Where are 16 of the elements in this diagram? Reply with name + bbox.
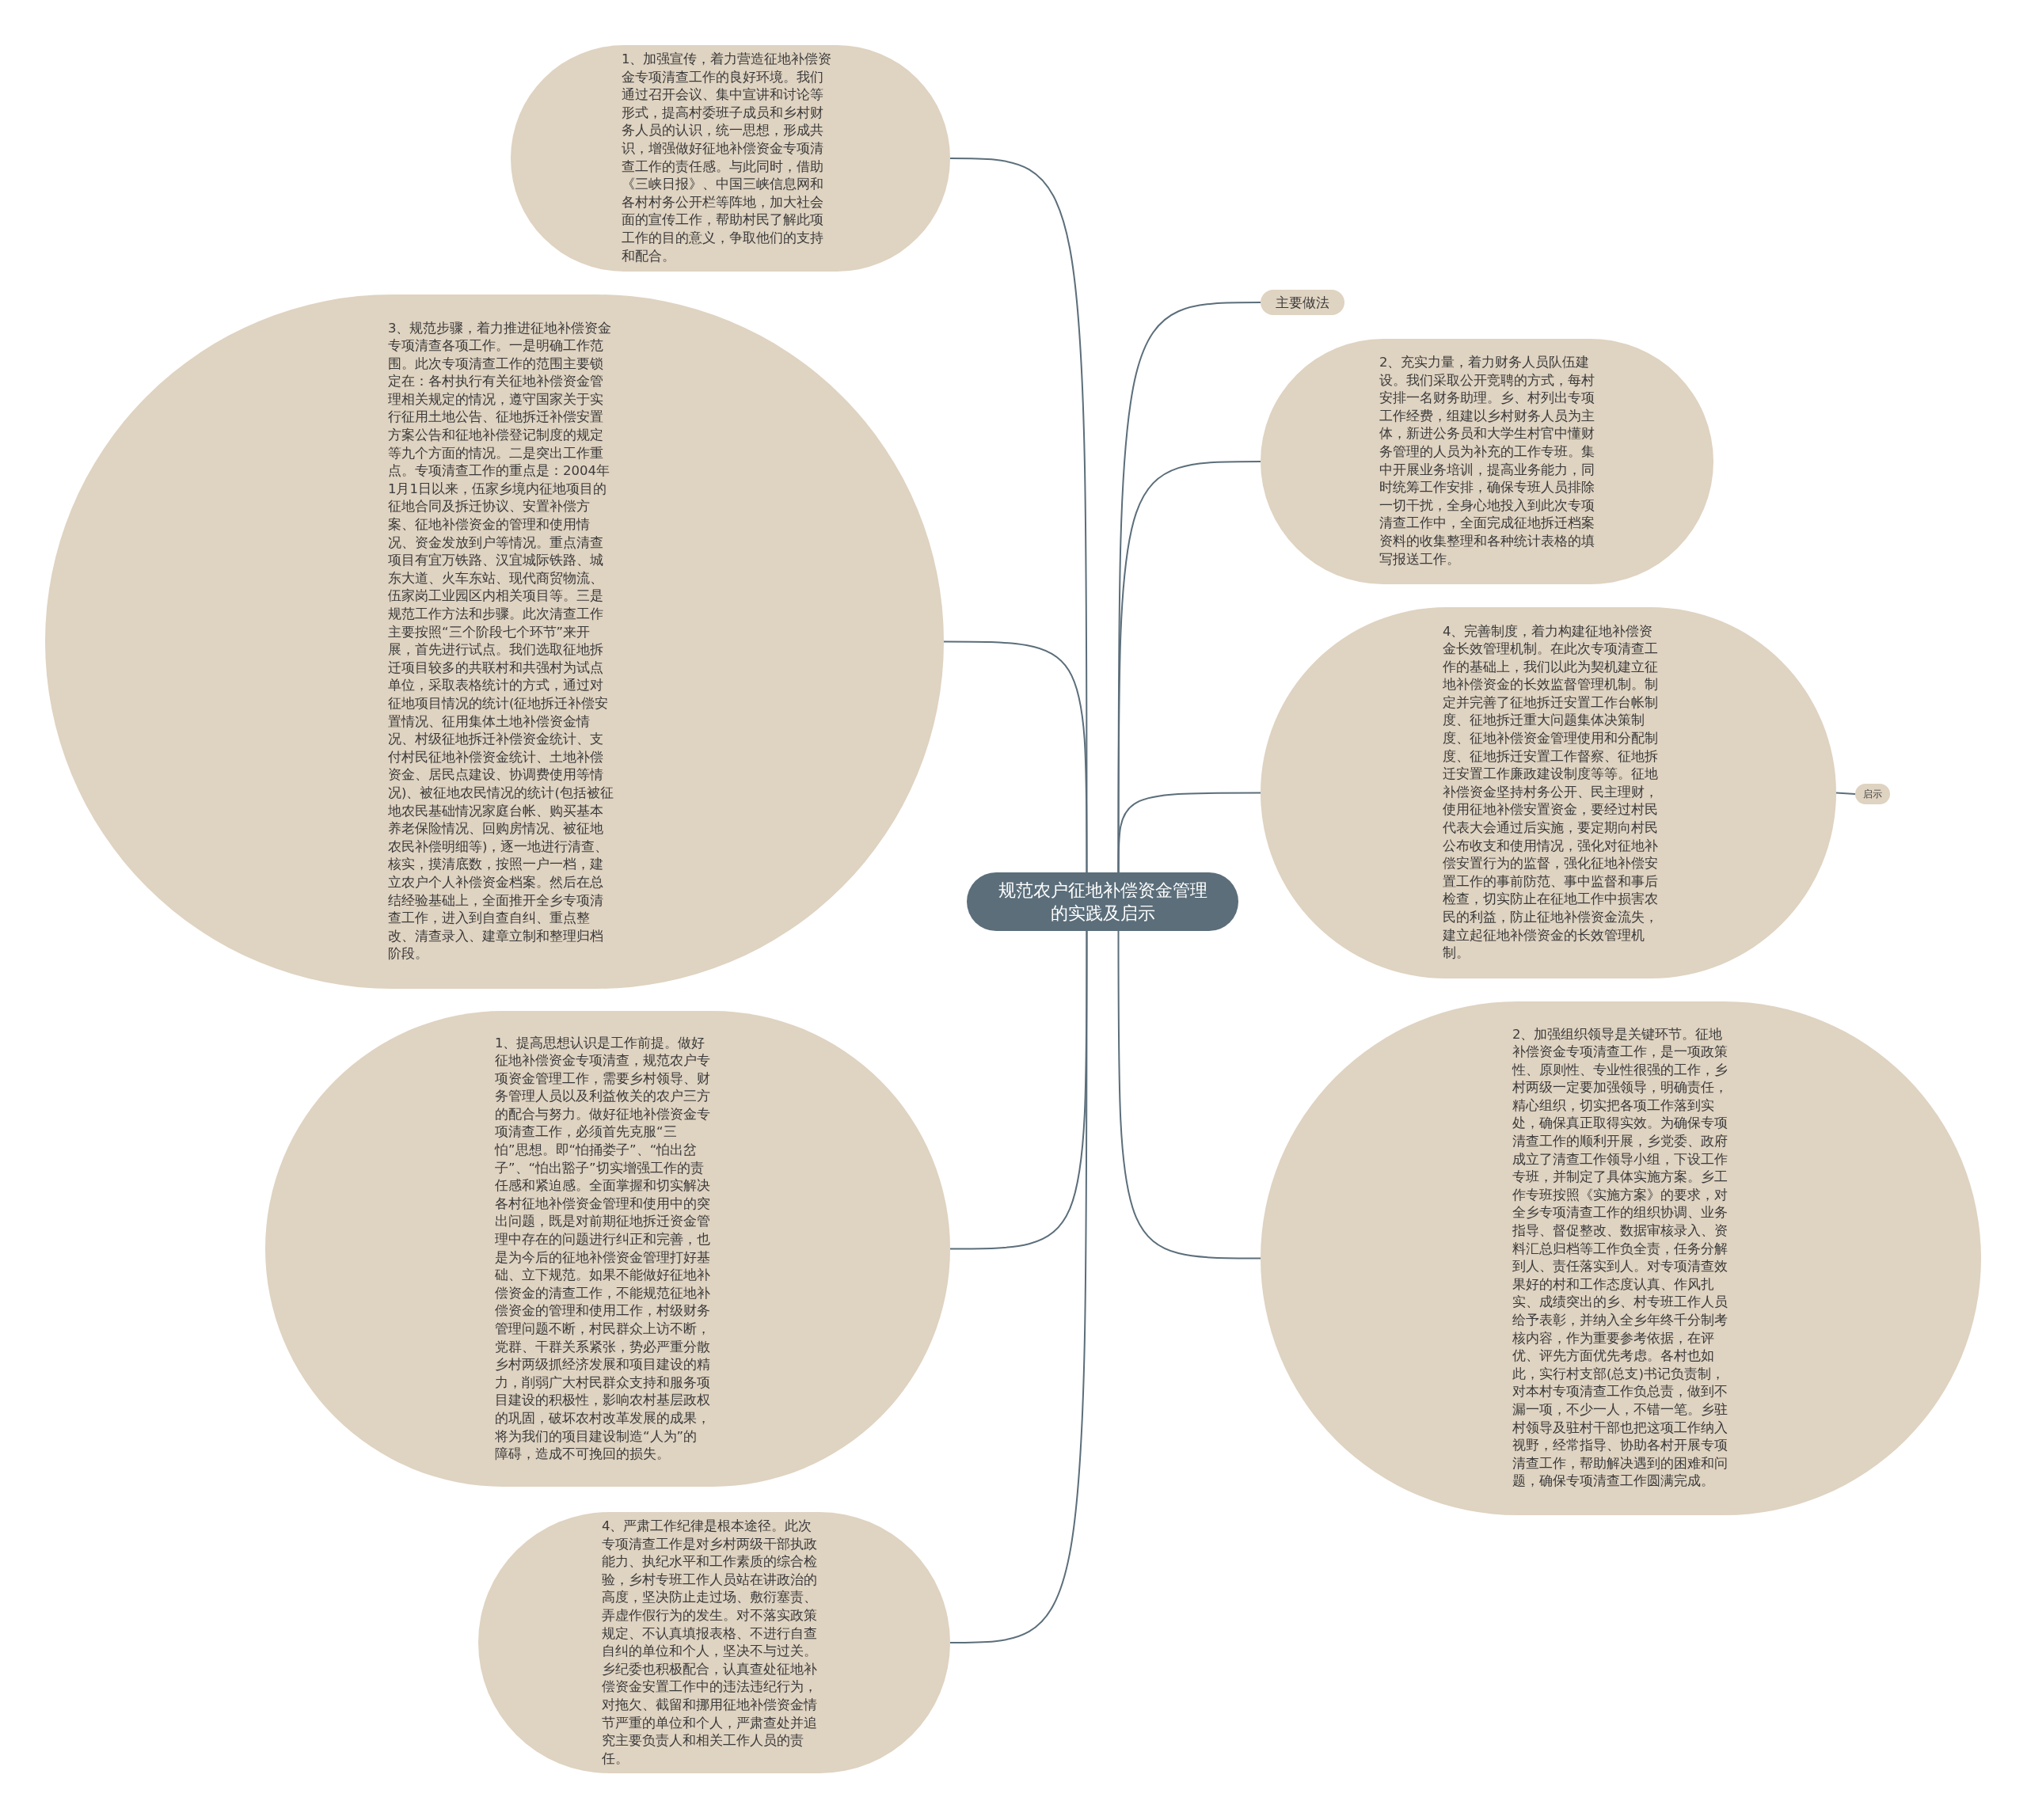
topic-text: 4、严肃工作纪律是根本途径。此次专项清查工作是对乡村两级干部执政能力、执纪水平和工作素质的综合检验，乡村专班工作人员站在讲政治的高度，坚决防止走过场、敷衍塞责、弄虚作假行为的发生。对不落实政策规定、不认真填报表格、不进行自查自纠的单位和个人，坚决不与过关。乡纪委也积极配合，认真查处征地补偿资金安置工作中的违法违纪行为，对拖欠、截留和挪用征地补偿资金情节严重的单位和个人，严肃查处并追究主要负责人和相关工作人员的责任。 <box>602 1517 817 1768</box>
topic-label: 启示 <box>1855 784 1890 804</box>
connector-line <box>1835 792 1856 795</box>
topic-text: 4、完善制度，着力构建征地补偿资金长效管理机制。在此次专项清查工作的基础上，我们以此为契机建立征地补偿资金的长效监督管理机制。制定并完善了征地拆迁安置工作台帐制度、征地拆迁重大问题集体决策制度、征地补偿资金管理使用和分配制度、征地拆迁安置工作督察、征地拆迁安置工作廉政建设制度等等。征地补偿资金坚持村务公开、民主理财，使用征地补偿安置资金，要经过村民代表大会通过后实施，要定期向村民公布收支和使用情况，强化对征地补偿安置行为的监督，强化征地补偿安置工作的事前防范、事中监督和事后检查，切实防止在征地工作中损害农民的利益，防止征地补偿资金流失，建立起征地补偿资金的长效管理机制。 <box>1443 622 1658 963</box>
connector-line <box>943 640 1088 873</box>
topic-text: 2、充实力量，着力财务人员队伍建设。我们采取公开竞聘的方式，每村安排一名财务助理。乡、村列出专项工作经费，组建以乡村财务人员为主体，新进公务员和大学生村官中懂财务管理的人员为补充的工作专班。集中开展业务培训，提高业务能力，同时统筹工作安排，确保专班人员排除一切干扰，全身心地投入到此次专项清查工作中，全面完成征地拆迁档案资料的收集整理和各种统计表格的填写报送工作。 <box>1379 354 1595 568</box>
topic-label: 主要做法 <box>1261 290 1344 315</box>
connector-line <box>1117 930 1261 1260</box>
connector-line <box>1117 792 1261 873</box>
root-topic: 规范农户征地补偿资金管理的实践及启示 <box>967 872 1238 931</box>
connector-line <box>949 930 1088 1643</box>
topic-text: 3、规范步骤，着力推进征地补偿资金专项清查各项工作。一是明确工作范围。此次专项清查工作的范围主要锁定在：各村执行有关征地补偿资金管理相关规定的情况，遵守国家关于实行征用土地公告、征地拆迁补偿安置方案公告和征地补偿登记制度的规定等九个方面的情况。二是突出工作重点。专项清查工作的重点是：2004年1月1日以来，伍家乡境内征地项目的征地合同及拆迁协议、安置补偿方案、征地补偿资金的管理和使用情况、资金发放到户等情况。重点清查项目有宜万铁路、汉宜城际铁路、城东大道、火车东站、现代商贸物流、伍家岗工业园区内相关项目等。三是规范工作方法和步骤。此次清查工作主要按照“三个阶段七个环节”来开展，首先进行试点。我们选取征地拆迁项目较多的共联村和共强村为试点单位，采取表格统计的方式，通过对征地项目情况的统计(征地拆迁补偿安置情况、征用集体土地补偿资金情况、村级征地拆迁补偿资金统计、支付村民征地补偿资金统计、土地补偿资金、居民点建设、协调费使用等情况)、被征地农民情况的统计(包括被征地农民基础情况家庭台帐、购买基本养老保险情况、回购房情况、被征地农民补偿明细等)，逐一地进行清查、核实，摸清底数，按照一户一档，建立农户个人补偿资金档案。然后在总结经验基础上，全面推开全乡专项清查工作，进入到自查自纠、重点整改、清查录入、建章立制和整理归档阶段。 <box>388 319 614 963</box>
topic-text: 1、加强宣传，着力营造征地补偿资金专项清查工作的良好环境。我们通过召开会议、集中宣讲和讨论等形式，提高村委班子成员和乡村财务人员的认识，统一思想，形成共识，增强做好征地补偿资金专项清查工作的责任感。与此同时，借助《三峡日报》、中国三峡信息网和各村村务公开栏等阵地，加大社会面的宣传工作，帮助村民了解此项工作的目的意义，争取他们的支持和配合。 <box>622 51 833 265</box>
connector-line <box>1117 461 1261 873</box>
topic-text: 2、加强组织领导是关键环节。征地补偿资金专项清查工作，是一项政策性、原则性、专业性很强的工作，乡村两级一定要加强领导，明确责任，精心组织，切实把各项工作落到实处，确保真正取得实效。为确保专项清查工作的顺利开展，乡党委、政府成立了清查工作领导小组，下设工作专班，并制定了具体实施方案。乡工作专班按照《实施方案》的要求，对全乡专项清查工作的组织协调、业务指导、督促整改、数据审核录入、资料汇总归档等工作负全责，任务分解到人、责任落实到人。对专项清查效果好的村和工作态度认真、作风扎实、成绩突出的乡、村专班工作人员给予表彰，并纳入全乡年终千分制考核内容，作为重要参考依据，在评优、评先方面优先考虑。各村也如此，实行村支部(总支)书记负责制，对本村专项清查工作负总责，做到不漏一项，不少一人，不错一笔。乡驻村领导及驻村干部也把这项工作纳入视野，经常指导、协助各村开展专项清查工作，帮助解决遇到的困难和问题，确保专项清查工作圆满完成。 <box>1512 1025 1728 1491</box>
topic-text: 1、提高思想认识是工作前提。做好征地补偿资金专项清查，规范农户专项资金管理工作，需要乡村领导、财务管理人员以及利益攸关的农户三方的配合与努力。做好征地补偿资金专项清查工作，必须首先克服“三怕”思想。即“怕捅娄子”、“怕出岔子”、“怕出豁子”切实增强工作的责任感和紧迫感。全面掌握和切实解决各村征地补偿资金管理和使用中的突出问题，既是对前期征地拆迁资金管理中存在的问题进行纠正和完善，也是为今后的征地补偿资金管理打好基础、立下规范。如果不能做好征地补偿资金的清查工作，不能规范征地补偿资金的管理和使用工作，村级财务管理问题不断，村民群众上访不断，党群、干群关系紧张，势必严重分散乡村两级抓经济发展和项目建设的精力，削弱广大村民群众支持和服务项目建设的积极性，影响农村基层政权的巩固，破坏农村改革发展的成果，将为我们的项目建设制造“人为”的障碍，造成不可挽回的损失。 <box>495 1034 710 1464</box>
